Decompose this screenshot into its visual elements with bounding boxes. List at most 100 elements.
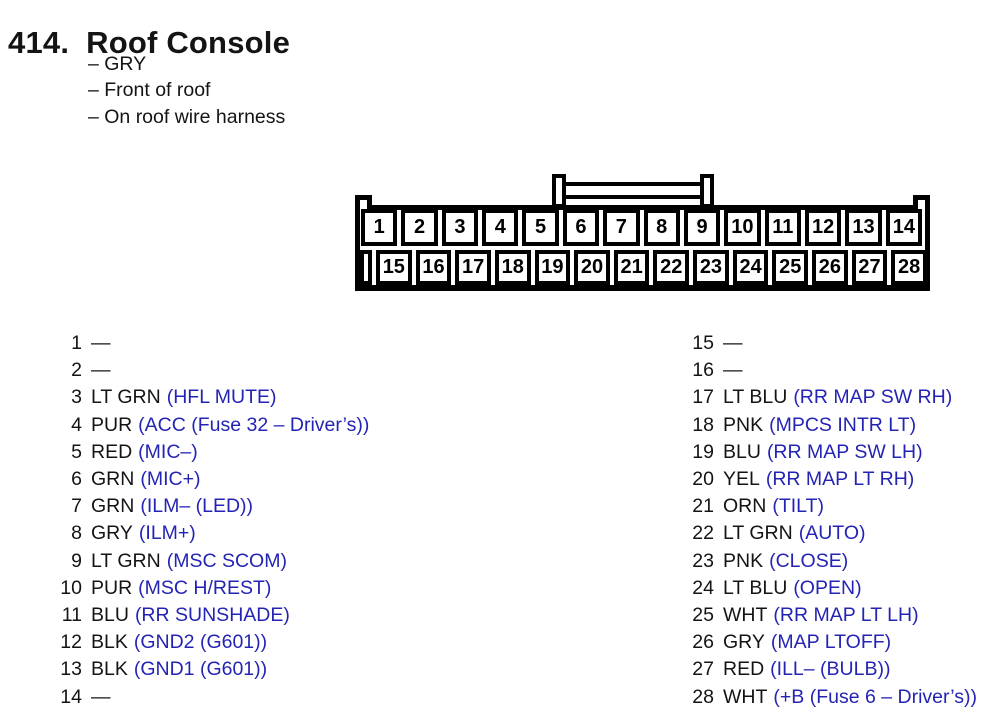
pin-list-row: 25 WHT (RR MAP LT LH) — [688, 602, 977, 629]
pin-function-label: (OPEN) — [793, 576, 862, 599]
pin-wire-color: LT GRN — [723, 522, 793, 545]
pin-wire-color: — — [91, 685, 111, 708]
connector-pin-cell: 15 — [376, 250, 412, 285]
section-title: Roof Console — [86, 24, 291, 60]
pin-wire-color: ORN — [723, 495, 767, 518]
pin-number: 6 — [71, 468, 82, 491]
connector-pin-cell: 16 — [415, 250, 452, 285]
pin-function-label: (HFL MUTE) — [166, 386, 277, 409]
pin-list-row: 19 BLU (RR MAP SW LH) — [688, 439, 977, 466]
pin-wire-color: LT BLU — [723, 386, 788, 409]
pin-number: 18 — [692, 413, 714, 436]
pin-number: 16 — [692, 359, 714, 382]
pin-number: 23 — [692, 549, 714, 572]
connector-pin-cell: 4 — [482, 209, 519, 246]
pin-function-label: (RR MAP SW RH) — [793, 386, 953, 409]
pin-list-row: 9 LT GRN (MSC SCOM) — [60, 548, 369, 575]
pin-wire-color: GRY — [91, 522, 133, 545]
connector-pin-cell: 5 — [522, 209, 559, 246]
section-number: 414. — [8, 24, 70, 60]
pin-list-row: 27 RED (ILL– (BULB)) — [688, 656, 977, 683]
pin-list-row: 26 GRY (MAP LTOFF) — [688, 629, 977, 656]
pin-wire-color: — — [723, 359, 743, 382]
pin-function-label: (MSC SCOM) — [166, 549, 287, 572]
connector-pin-cell: 21 — [613, 250, 650, 285]
pin-function-label: (TILT) — [772, 495, 824, 518]
pin-wire-color: BLU — [723, 440, 761, 463]
pin-number: 25 — [692, 603, 714, 626]
pin-list-row: 14 — — [60, 683, 369, 710]
pin-number: 19 — [692, 440, 714, 463]
pin-number: 8 — [71, 522, 82, 545]
pin-wire-color: LT GRN — [91, 386, 161, 409]
pin-function-label: (+B (Fuse 6 – Driver’s)) — [773, 685, 977, 708]
connector-pin-cell: 18 — [494, 250, 531, 285]
pin-number: 3 — [71, 386, 82, 409]
pin-list-row: 13 BLK (GND1 (G601)) — [60, 656, 369, 683]
pin-number: 11 — [61, 603, 82, 626]
connector-latch-post-left — [552, 174, 566, 208]
connector-pin-cell: 12 — [804, 209, 842, 246]
pin-function-label: (AUTO) — [798, 522, 866, 545]
pin-wire-color: — — [723, 332, 743, 355]
pin-wire-color: BLK — [91, 631, 128, 654]
connector-pin-cell: 13 — [845, 209, 882, 246]
pin-list-row: 18 PNK (MPCS INTR LT) — [688, 412, 977, 439]
note-line: – On roof wire harness — [88, 105, 286, 128]
connector-blank-cell — [360, 250, 372, 285]
page-title: 414. Roof Console — [8, 25, 290, 61]
pin-list-row: 15 — — [688, 330, 977, 357]
pin-list-row: 21 ORN (TILT) — [688, 493, 977, 520]
pin-list-row: 2 — — [60, 357, 369, 384]
pin-number: 21 — [692, 495, 714, 518]
pin-number: 15 — [692, 332, 714, 355]
pin-list-row: 11 BLU (RR SUNSHADE) — [60, 602, 369, 629]
pin-wire-color: — — [91, 332, 111, 355]
pin-wire-color: WHT — [723, 685, 768, 708]
pin-function-label: (ACC (Fuse 32 – Driver’s)) — [138, 413, 370, 436]
pin-function-label: (MIC–) — [138, 440, 198, 463]
connector-pin-cell: 8 — [643, 209, 680, 246]
connector-pin-cell: 23 — [693, 250, 729, 285]
pin-number: 27 — [692, 658, 714, 681]
connector-pin-cell: 2 — [401, 209, 438, 246]
pin-wire-color: RED — [91, 440, 133, 463]
pin-number: 2 — [71, 359, 82, 382]
connector-pin-cell: 7 — [603, 209, 640, 246]
connector-pin-cell: 11 — [764, 209, 801, 246]
pin-list-row: 12 BLK (GND2 (G601)) — [60, 629, 369, 656]
pin-list-row: 6 GRN (MIC+) — [60, 466, 369, 493]
pin-function-label: (MAP LTOFF) — [770, 631, 892, 654]
pin-function-label: (CLOSE) — [769, 549, 849, 572]
pin-list-row: 4 PUR (ACC (Fuse 32 – Driver’s)) — [60, 412, 369, 439]
connector-pin-cell: 28 — [891, 250, 927, 285]
pin-wire-color: — — [91, 359, 111, 382]
pin-wire-color: GRY — [723, 631, 765, 654]
pin-number: 7 — [71, 495, 82, 518]
connector-pin-cell: 20 — [574, 250, 610, 285]
connector-pin-cell: 25 — [772, 250, 809, 285]
pin-number: 4 — [71, 413, 82, 436]
pin-function-label: (RR MAP LT LH) — [773, 603, 919, 626]
connector-pin-cell: 24 — [732, 250, 769, 285]
pin-number: 5 — [71, 440, 82, 463]
pin-wire-color: WHT — [723, 603, 768, 626]
pin-number: 14 — [60, 685, 82, 708]
pin-number: 12 — [60, 631, 82, 654]
connector-latch-post-right — [700, 174, 714, 208]
pin-function-label: (RR SUNSHADE) — [134, 603, 290, 626]
pin-list-row: 23 PNK (CLOSE) — [688, 548, 977, 575]
connector-pin-cell: 22 — [653, 250, 690, 285]
connector-pin-cell: 14 — [885, 209, 923, 246]
pin-function-label: (MIC+) — [140, 468, 201, 491]
pin-wire-color: PUR — [91, 576, 133, 599]
pin-list-row: 1 — — [60, 330, 369, 357]
pin-list-row: 17 LT BLU (RR MAP SW RH) — [688, 384, 977, 411]
pin-number: 20 — [692, 468, 714, 491]
connector-pin-cell: 27 — [851, 250, 888, 285]
pin-function-label: (ILM+) — [138, 522, 196, 545]
pin-wire-color: PNK — [723, 413, 764, 436]
